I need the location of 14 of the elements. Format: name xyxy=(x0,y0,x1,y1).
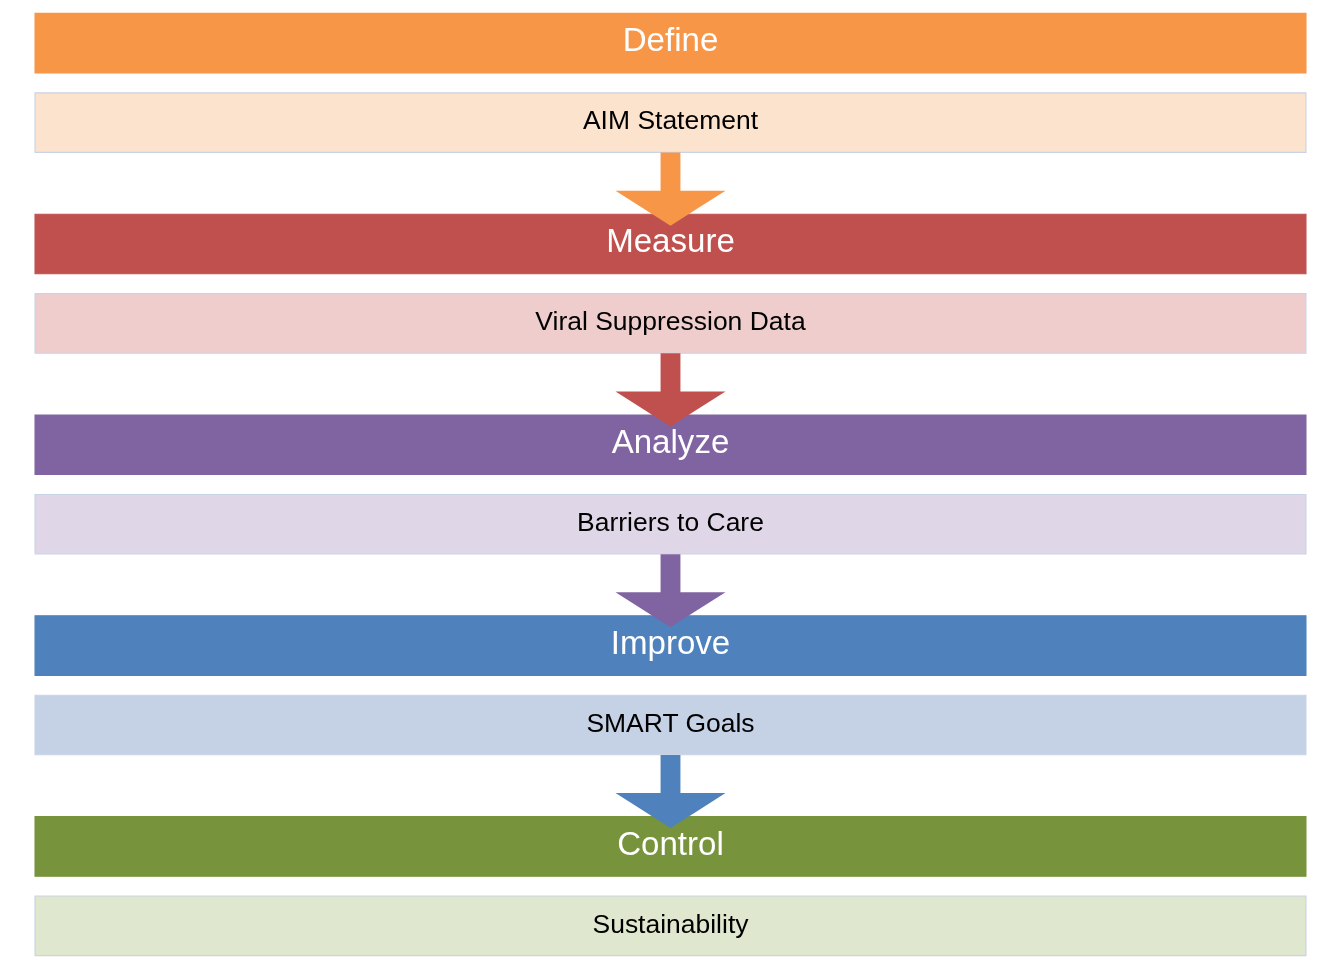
node-box: Define xyxy=(34,12,1306,74)
node-box: Measure xyxy=(34,213,1306,274)
node-box: Viral Suppression Data xyxy=(34,292,1306,354)
node-box: SMART Goals xyxy=(34,694,1306,755)
arrow xyxy=(615,152,725,226)
arrow xyxy=(615,754,725,828)
node-box: Improve xyxy=(34,614,1306,676)
node-box: Control xyxy=(34,815,1306,877)
node-box: AIM Statement xyxy=(34,91,1306,153)
arrow xyxy=(615,553,725,627)
node-box: Sustainability xyxy=(34,894,1306,956)
node-box: Analyze xyxy=(34,413,1306,475)
node-box: Barriers to Care xyxy=(34,493,1306,555)
arrow xyxy=(615,352,725,426)
